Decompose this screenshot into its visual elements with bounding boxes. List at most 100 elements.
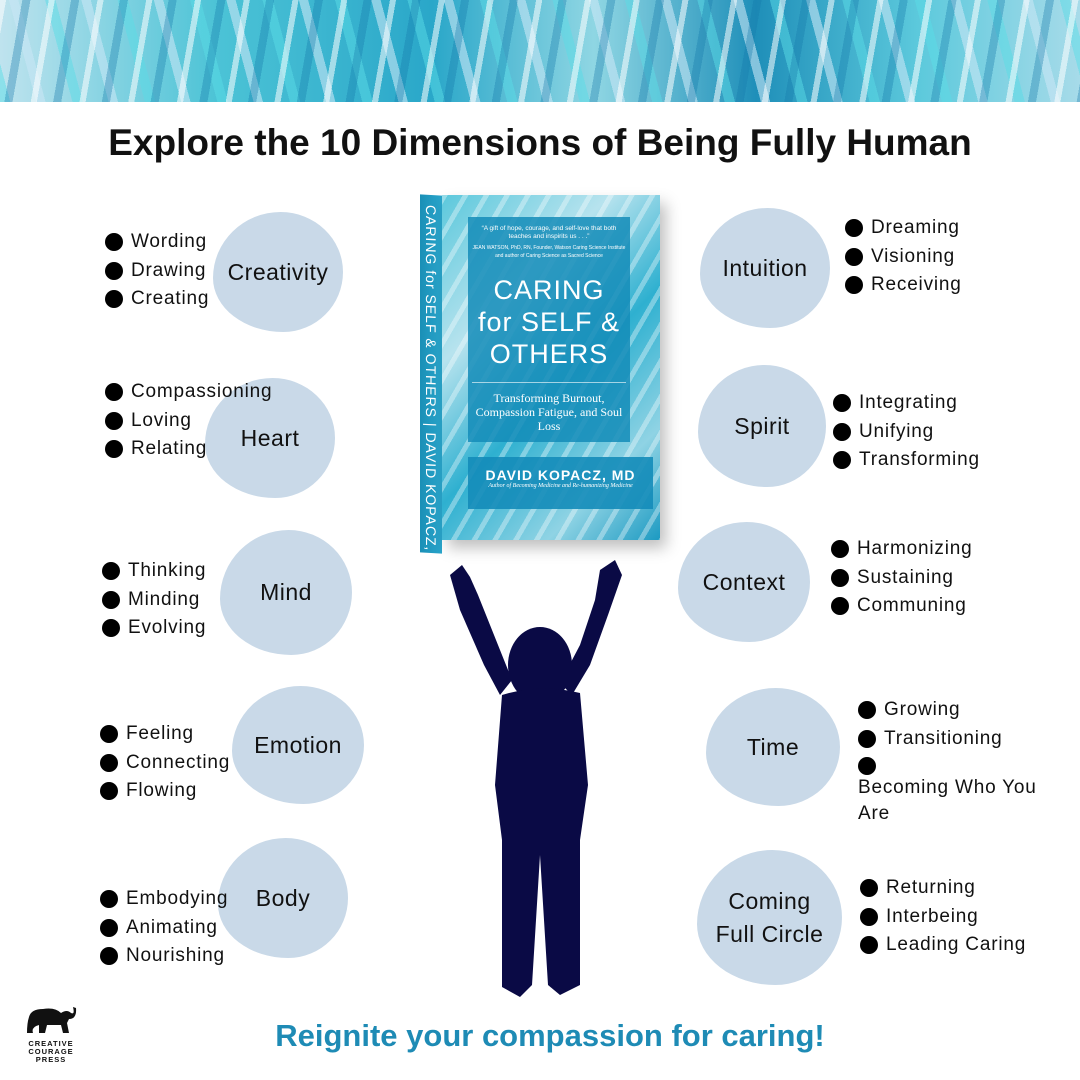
bullet-icon xyxy=(105,411,123,430)
bullet-icon xyxy=(845,276,863,295)
creative-courage-press-logo: CREATIVE COURAGE PRESS xyxy=(20,1005,82,1064)
list-item: Leading Caring xyxy=(860,931,1060,960)
author-note: Author of Becoming Medicine and Re-human… xyxy=(488,483,633,489)
bullet-icon xyxy=(100,725,118,744)
bullet-icon xyxy=(100,947,118,966)
dimension-name: Intuition xyxy=(722,254,808,281)
item-label: Communing xyxy=(857,595,967,616)
tagline: Reignite your compassion for caring! xyxy=(275,1018,825,1053)
item-label: Becoming Who You Are xyxy=(858,777,1037,824)
elephant-icon xyxy=(27,1007,77,1033)
item-label: Evolving xyxy=(128,617,207,638)
item-label: Loving xyxy=(131,409,192,431)
dimension-blob: Time xyxy=(706,688,840,806)
list-item: Becoming Who You Are xyxy=(858,753,1048,827)
dimension-name: Mind xyxy=(260,579,312,605)
bullet-icon xyxy=(105,261,123,280)
item-label: Unifying xyxy=(859,420,935,442)
bullet-icon xyxy=(105,290,123,309)
title-panel: “A gift of hope, courage, and self-love … xyxy=(468,217,630,442)
list-item: Evolving xyxy=(102,614,362,643)
item-label: Flowing xyxy=(126,780,198,801)
dimension-blob: Body xyxy=(218,838,348,958)
book-title-line: OTHERS xyxy=(489,339,609,369)
book-quote: “A gift of hope, courage, and self-love … xyxy=(481,225,617,240)
list-item: Returning xyxy=(860,874,1060,903)
item-label: Sustaining xyxy=(857,566,954,588)
bullet-icon xyxy=(100,890,118,909)
list-item: Connecting xyxy=(100,749,360,778)
dimension-blob: Context xyxy=(678,522,810,642)
bullet-icon xyxy=(105,440,123,459)
bullet-icon xyxy=(100,782,118,801)
page-title: Explore the 10 Dimensions of Being Fully… xyxy=(108,122,972,163)
item-label: Receiving xyxy=(871,274,962,295)
item-label: Returning xyxy=(886,877,976,898)
raised-arms-silhouette xyxy=(450,560,622,997)
list-item: Minding xyxy=(102,586,362,615)
item-label: Transforming xyxy=(859,449,980,470)
dimension-blob: Mind xyxy=(220,530,352,655)
dimension-blob: Emotion xyxy=(232,686,364,804)
list-item: Thinking xyxy=(102,557,362,586)
bullet-icon xyxy=(858,701,876,720)
bullet-icon xyxy=(833,394,851,413)
dimension-name: Coming Full Circle xyxy=(715,887,824,947)
bullet-icon xyxy=(831,568,849,587)
list-item: Loving xyxy=(105,407,365,436)
item-label: Harmonizing xyxy=(857,538,973,559)
book-title-line: for SELF & xyxy=(477,307,621,337)
bullet-icon xyxy=(860,879,878,898)
item-label: Drawing xyxy=(131,259,207,281)
book-cover: CARING for SELF & OTHERS | DAVID KOPACZ,… xyxy=(420,194,660,581)
bullet-icon xyxy=(102,619,120,638)
dimension-name: Heart xyxy=(240,424,300,451)
book-author: DAVID KOPACZ, MD xyxy=(485,467,636,483)
dimension-blob: Creativity xyxy=(213,212,343,332)
item-label: Compassioning xyxy=(131,381,273,402)
bullet-icon xyxy=(860,936,878,955)
bullet-icon xyxy=(833,451,851,470)
list-item: Harmonizing xyxy=(831,535,1061,564)
dimension-name: Context xyxy=(702,568,786,595)
list-item: Receiving xyxy=(845,271,1045,300)
bullet-icon xyxy=(860,907,878,926)
list-item: Drawing xyxy=(105,257,365,286)
quote-author: JEAN WATSON, PhD, RN, Founder, Watson Ca… xyxy=(472,245,626,259)
painted-banner xyxy=(0,0,1080,102)
bullet-icon xyxy=(831,597,849,616)
author-panel: DAVID KOPACZ, MD Author of Becoming Medi… xyxy=(468,457,653,509)
dimension-blob: Intuition xyxy=(700,208,830,328)
book-title-line: CARING xyxy=(493,275,605,305)
list-item: Wording xyxy=(105,228,365,257)
item-label: Creating xyxy=(131,288,210,309)
item-label: Dreaming xyxy=(871,217,960,238)
item-label: Leading Caring xyxy=(886,934,1027,955)
list-item: Nourishing xyxy=(100,942,360,971)
list-item: Animating xyxy=(100,914,360,943)
dimension-name: Time xyxy=(746,733,800,760)
bullet-icon xyxy=(845,247,863,266)
list-item: Dreaming xyxy=(845,214,1045,243)
book-spine: CARING for SELF & OTHERS | DAVID KOPACZ,… xyxy=(420,194,442,581)
item-label: Transitioning xyxy=(884,727,1003,749)
book-front: “A gift of hope, courage, and self-love … xyxy=(442,195,660,540)
dimension-name: Emotion xyxy=(254,731,342,758)
dimension-name: Body xyxy=(255,884,311,911)
bullet-icon xyxy=(845,219,863,238)
list-item: Transitioning xyxy=(858,725,1048,754)
list-item: Communing xyxy=(831,592,1061,621)
bullet-icon xyxy=(833,422,851,441)
dimension-blob: Spirit xyxy=(698,365,826,487)
list-item: Creating xyxy=(105,285,365,314)
bullet-icon xyxy=(100,753,118,772)
logo-text: CREATIVE COURAGE PRESS xyxy=(28,1039,74,1064)
